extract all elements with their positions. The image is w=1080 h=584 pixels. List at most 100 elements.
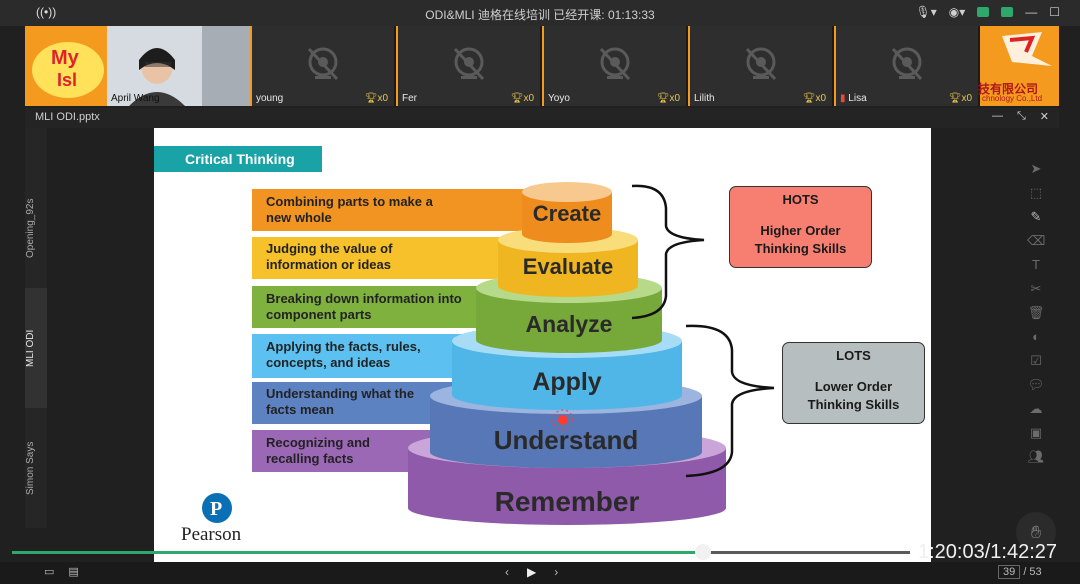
level-desc-bar [252, 237, 532, 279]
minimize-icon[interactable]: — [1025, 5, 1038, 19]
company-name: 技有限公司 [978, 82, 1039, 96]
video-strip: My Isl April Wang young 🏆︎x0 Fer [25, 26, 1059, 106]
hots-title: HOTS [782, 192, 819, 207]
play-icon[interactable]: ▶ [527, 565, 537, 579]
hots-brace [631, 184, 705, 320]
trash-icon[interactable]: 🗑︎ [1027, 305, 1045, 320]
close-icon[interactable]: ✕ [1039, 111, 1049, 123]
tab-opening[interactable]: Opening_92s [25, 198, 36, 258]
lots-box: LOTS Lower Order Thinking Skills [782, 342, 925, 424]
trophy-count: 🏆︎x0 [948, 93, 972, 104]
pearson-logo-icon: P [202, 493, 232, 523]
level-label: Remember [494, 486, 640, 517]
select-icon[interactable]: ⬚ [1029, 185, 1043, 200]
video-tile[interactable]: Fer 🏆︎x0 [398, 26, 542, 106]
level-label: Create [532, 201, 602, 226]
trophy-count: 🏆︎x0 [656, 93, 680, 104]
participant-name: ▮ Lisa [840, 93, 867, 104]
video-tile-host[interactable]: April Wang [107, 26, 250, 106]
disk-create [522, 182, 612, 243]
svg-text:P: P [210, 498, 222, 520]
level-label: Analyze [525, 311, 613, 337]
banner-right-logo: 技有限公司 chnology Co.,Ltd [978, 26, 1059, 106]
next-slide-icon[interactable]: › [554, 565, 559, 579]
tab-active-indicator [25, 288, 47, 408]
page-current[interactable]: 39 [998, 565, 1021, 579]
record-video-icon[interactable]: ◐ [1032, 329, 1040, 344]
title-bar: ((•)) ODI&MLI 迪格在线培训 已经开课: 01:13:33 🎙︎▾ … [0, 0, 1080, 26]
cloud-icon[interactable]: ☁ [1029, 401, 1043, 416]
participant-name: young [256, 93, 284, 104]
subtitle-icon[interactable]: ▤ [68, 566, 79, 578]
level-label: Evaluate [522, 254, 614, 279]
bottom-toolbar: ▭ ▤ ‹ ▶ › 39 / 53 [0, 562, 1080, 584]
banner-left-logo: My Isl [29, 30, 107, 102]
trophy-count: 🏆︎x0 [802, 93, 826, 104]
level-desc-bar [252, 189, 542, 231]
level-label: Understand [493, 425, 639, 455]
pointer-icon[interactable]: ➤ [1030, 161, 1042, 176]
scissors-icon[interactable]: ✂ [1030, 281, 1042, 296]
prev-slide-icon[interactable]: ‹ [505, 565, 509, 579]
expand-icon[interactable]: ⤡ [1016, 110, 1026, 122]
record-icon[interactable] [1001, 7, 1014, 17]
seek-bar[interactable] [12, 544, 910, 560]
video-tile[interactable]: ▮ Lisa 🏆︎x0 [836, 26, 980, 106]
seek-bar-handle[interactable] [695, 544, 711, 560]
hots-box: HOTS Higher Order Thinking Skills [729, 186, 872, 268]
lots-title: LOTS [836, 348, 871, 363]
panel-toggle-icon[interactable]: ▭ [44, 566, 55, 578]
file-bar: MLI ODI.pptx — ⤡ ✕ [25, 108, 1059, 128]
camera-off-icon [453, 47, 485, 81]
eraser-icon[interactable]: ⌫ [1027, 233, 1046, 248]
camera-off-icon [891, 47, 923, 81]
level-desc: Breaking down information into component… [266, 291, 462, 322]
seek-bar-fill [12, 551, 704, 554]
users-icon[interactable]: 👥︎ [1027, 449, 1045, 464]
participant-name: Yoyo [548, 93, 570, 104]
screen-share-icon[interactable] [977, 7, 990, 17]
slide-heading: Critical Thinking [154, 146, 322, 172]
level-desc: Recognizing and recalling facts [266, 435, 370, 466]
broadcast-icon[interactable]: ((•)) [36, 5, 57, 19]
hand-raise-icon[interactable]: ✋︎ [1016, 512, 1056, 552]
playback-time: 1:20:03/1:42:27 [918, 541, 1058, 563]
level-desc: Judging the value of information or idea… [266, 241, 393, 272]
window-title: ODI&MLI 迪格在线培训 已经开课: 01:13:33 [425, 8, 655, 22]
video-tile[interactable]: Lilith 🏆︎x0 [690, 26, 834, 106]
slide-canvas: Critical Thinking Combining parts to mak… [154, 128, 931, 562]
host-video [107, 26, 250, 106]
chat-icon[interactable]: 💬︎ [1027, 377, 1045, 392]
svg-text:My: My [51, 47, 80, 69]
text-icon[interactable]: T [1032, 257, 1040, 272]
pyramid-graphic: P [202, 182, 775, 525]
participant-name: Lilith [694, 93, 715, 104]
svg-text:Isl: Isl [57, 70, 77, 90]
camera-off-icon [307, 47, 339, 81]
video-tile[interactable]: Yoyo 🏆︎x0 [544, 26, 688, 106]
hots-line2: Thinking Skills [754, 241, 847, 256]
brand-name: Pearson [181, 524, 242, 545]
toolbox-icon[interactable]: ▣ [1029, 425, 1043, 440]
video-tile[interactable]: young 🏆︎x0 [252, 26, 396, 106]
laser-pointer-icon [552, 409, 574, 431]
hots-line1: Higher Order [760, 223, 841, 238]
minimize-icon[interactable]: — [991, 110, 1003, 122]
file-name: MLI ODI.pptx [35, 111, 100, 123]
company-subtitle: chnology Co.,Ltd [982, 94, 1043, 103]
pen-icon[interactable]: ✎ [1030, 209, 1042, 224]
annotation-toolbar: ➤ ⬚ ✎ ⌫ T ✂ 🗑︎ ◐ ☑ 💬︎ ☁ ▣ 👥︎ [1022, 160, 1050, 500]
level-label: Apply [532, 368, 602, 396]
level-desc-bar [252, 286, 512, 328]
tab-simon-says[interactable]: Simon Says [25, 441, 36, 495]
edit-icon[interactable]: ☑ [1030, 353, 1042, 368]
microphone-icon[interactable]: 🎙︎▾ [915, 5, 937, 19]
trophy-count: 🏆︎x0 [510, 93, 534, 104]
user-icon[interactable]: ◉▾ [948, 5, 966, 19]
page-total: / 53 [1023, 566, 1042, 578]
level-desc: Understanding what the facts mean [266, 386, 415, 417]
tab-mli-odi[interactable]: MLI ODI [25, 329, 36, 367]
level-desc: Applying the facts, rules, concepts, and… [266, 339, 421, 370]
maximize-icon[interactable]: ☐ [1049, 5, 1060, 19]
